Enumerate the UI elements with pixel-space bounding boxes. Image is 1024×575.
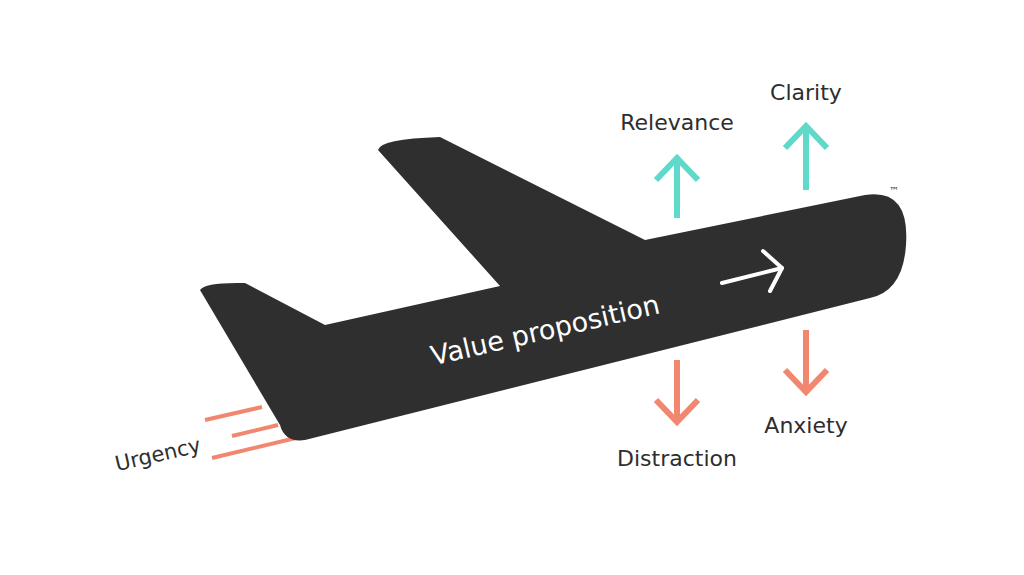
factor-label: Clarity <box>770 82 842 104</box>
airplane-outline <box>195 135 910 445</box>
factor-label: Distraction <box>617 448 737 470</box>
factor-label: Relevance <box>620 112 734 134</box>
airplane-shape: Value proposition <box>195 135 910 445</box>
factor-label: Urgency <box>113 435 203 475</box>
factor-label: Anxiety <box>764 415 847 437</box>
trademark-mark: ™ <box>889 186 899 196</box>
up-arrows <box>656 126 827 218</box>
